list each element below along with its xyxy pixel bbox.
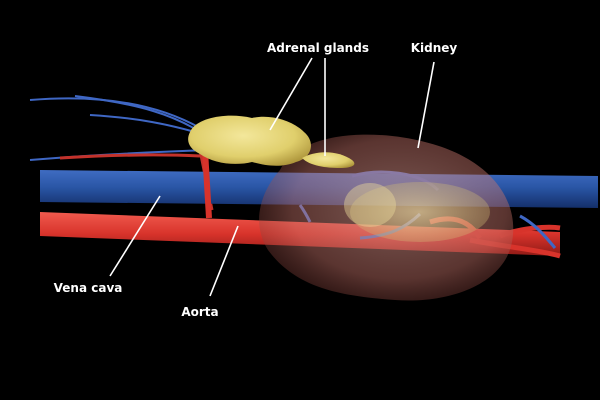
vena-cava-label: Vena cava <box>54 281 123 295</box>
adrenal-glands-label: Adrenal glands <box>267 41 369 55</box>
renal-hilum <box>344 183 396 227</box>
aorta-label: Aorta <box>181 305 218 319</box>
vena-cava-leader <box>109 195 161 277</box>
adrenal-gland-right <box>302 152 355 168</box>
adrenal-vessel <box>202 149 212 219</box>
adrenal-gland-left <box>188 115 311 166</box>
kidney-label: Kidney <box>411 41 458 55</box>
aorta-leader <box>209 225 239 297</box>
small-veins <box>29 95 211 161</box>
kidney-leader <box>417 61 435 149</box>
renal-pelvis <box>350 182 490 242</box>
adrenal-glands-leader-1 <box>269 57 313 131</box>
